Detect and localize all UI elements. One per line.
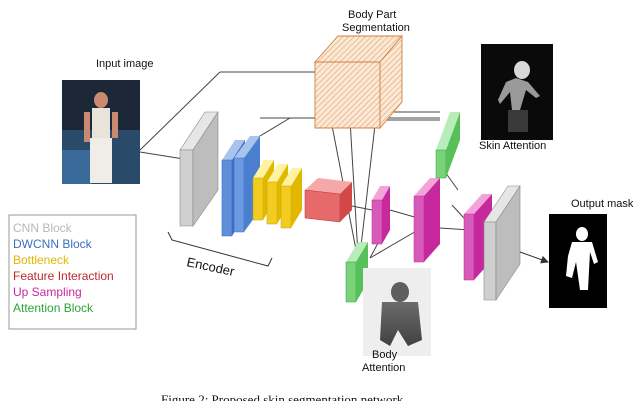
cnn-block-decoder xyxy=(483,185,521,301)
legend-item-attention-block: Attention Block xyxy=(13,301,94,315)
legend-item-feature-interaction: Feature Interaction xyxy=(13,269,114,283)
bottleneck-blocks xyxy=(252,160,302,229)
legend-item-dwcnn-block: DWCNN Block xyxy=(13,237,93,251)
feature-interaction-block xyxy=(304,178,352,223)
skin-attention-block xyxy=(435,112,460,179)
encoder-bracket xyxy=(167,231,273,267)
body-part-segmentation-label-line1: Body Part xyxy=(348,9,396,21)
up-sampling-blocks xyxy=(371,178,492,281)
body-attention-label-line1: Body xyxy=(372,349,398,361)
legend-box xyxy=(8,214,137,330)
legend-item-up-sampling: Up Sampling xyxy=(13,285,82,299)
input-image-label: Input image xyxy=(96,58,153,70)
input-image xyxy=(62,80,140,184)
body-attention-map xyxy=(363,268,431,356)
skin-attention-map xyxy=(481,44,553,140)
body-part-segmentation-label-line2: Segmentation xyxy=(342,22,410,34)
cnn-block-encoder xyxy=(179,110,219,227)
output-mask-label: Output mask xyxy=(571,198,634,210)
skin-attention-label: Skin Attention xyxy=(479,140,546,152)
body-part-segmentation-cube xyxy=(314,34,403,130)
figure-caption: Figure 2: Proposed skin segmentation net… xyxy=(161,392,404,401)
output-mask xyxy=(549,214,607,308)
legend-item-bottleneck: Bottleneck xyxy=(13,253,70,267)
body-attention-label-line2: Attention xyxy=(362,362,405,374)
output-arrow xyxy=(519,251,549,264)
legend-item-cnn-block: CNN Block xyxy=(13,221,73,235)
legend: CNN Block DWCNN Block Bottleneck Feature… xyxy=(8,214,137,330)
encoder-label: Encoder xyxy=(185,254,236,279)
